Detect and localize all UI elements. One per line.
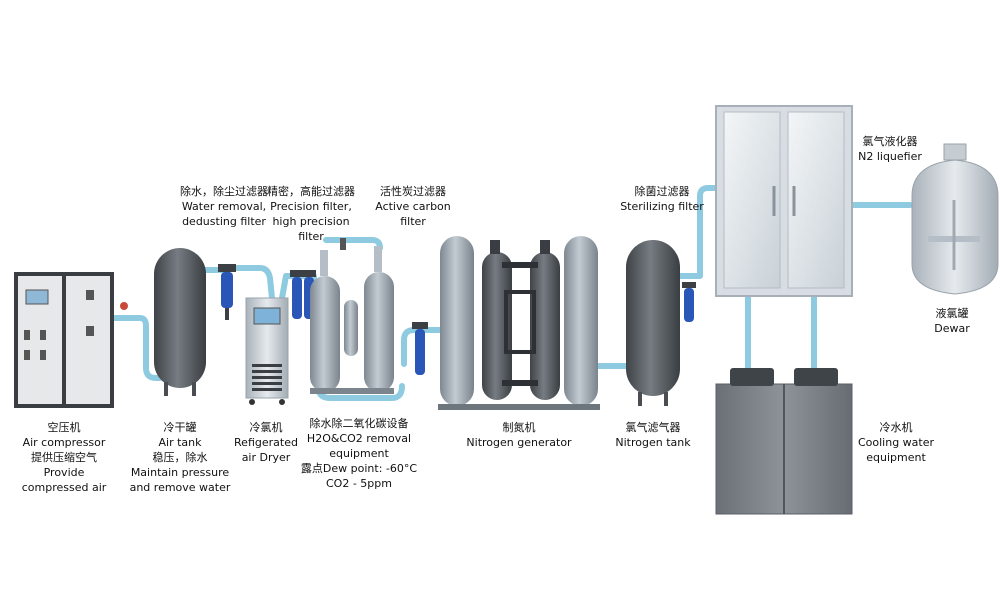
label-n2-gen-en: Nitrogen generator xyxy=(460,435,578,450)
label-air-tank-desc-zh: 稳压，除水 xyxy=(120,450,240,465)
label-h2o-co2: 除水除二氧化碳设备 H2O&CO2 removal equipment 露点De… xyxy=(298,416,420,491)
label-water-filter-en-1: Water removal, xyxy=(176,199,272,214)
label-h2o-co2-zh: 除水除二氧化碳设备 xyxy=(298,416,420,431)
label-n2-tank-zh: 氯气滤气器 xyxy=(606,420,700,435)
label-water-filter-en-2: dedusting filter xyxy=(176,214,272,229)
label-air-compressor-desc-en-1: Provide xyxy=(14,465,114,480)
label-air-compressor-desc-zh: 提供压缩空气 xyxy=(14,450,114,465)
label-h2o-co2-en-2: equipment xyxy=(298,446,420,461)
label-cooling-en-1: Cooling water xyxy=(850,435,942,450)
air-compressor xyxy=(14,272,128,408)
label-sterile-filter-en: Sterilizing filter xyxy=(616,199,708,214)
label-cooling-water: 冷水机 Cooling water equipment xyxy=(850,420,942,465)
dryer-display xyxy=(254,308,280,324)
nitrogen-tank xyxy=(626,240,680,406)
label-precision-filter-en-3: filter xyxy=(266,229,356,244)
label-water-filter-zh: 除水，除尘过滤器 xyxy=(176,184,272,199)
label-air-compressor: 空压机 Air compressor 提供压缩空气 Provide compre… xyxy=(14,420,114,495)
label-sterile-filter-zh: 除菌过滤器 xyxy=(616,184,708,199)
label-precision-filter-zh: 精密，高能过滤器 xyxy=(266,184,356,199)
label-dryer-en-2: air Dryer xyxy=(228,450,304,465)
pipe-compressor-to-tank xyxy=(114,318,160,378)
dewar xyxy=(912,144,998,294)
label-h2o-co2-co2: CO2 - 5ppm xyxy=(298,476,420,491)
cooling-water-equipment xyxy=(716,368,852,514)
control-panel-screen xyxy=(26,290,48,304)
label-dewar-zh: 液氯罐 xyxy=(920,306,984,321)
label-cooling-en-2: equipment xyxy=(850,450,942,465)
label-air-tank: 冷干罐 Air tank 稳压，除水 Maintain pressure and… xyxy=(120,420,240,495)
nitrogen-generator xyxy=(438,236,600,410)
label-water-removal-filter: 除水，除尘过滤器 Water removal, dedusting filter xyxy=(176,184,272,229)
label-nitrogen-generator: 制氮机 Nitrogen generator xyxy=(460,420,578,450)
label-air-tank-desc-en-1: Maintain pressure xyxy=(120,465,240,480)
label-dryer: 冷氯机 Refigerated air Dryer xyxy=(228,420,304,465)
h2o-co2-adsorber xyxy=(310,238,394,394)
label-air-compressor-desc-en-2: compressed air xyxy=(14,480,114,495)
label-precision-filter-en-1: Precision filter, xyxy=(266,199,356,214)
valve-icon xyxy=(120,302,128,310)
air-tank xyxy=(154,248,206,396)
pipe-tank-to-dryer xyxy=(206,268,272,298)
label-dryer-zh: 冷氯机 xyxy=(228,420,304,435)
label-dryer-en-1: Refigerated xyxy=(228,435,304,450)
label-carbon-filter-en-2: filter xyxy=(372,214,454,229)
label-h2o-co2-en-1: H2O&CO2 removal xyxy=(298,431,420,446)
label-n2-gen-zh: 制氮机 xyxy=(460,420,578,435)
label-carbon-filter: 活性炭过滤器 Active carbon filter xyxy=(372,184,454,229)
label-n2-tank-en: Nitrogen tank xyxy=(606,435,700,450)
label-dewar-en: Dewar xyxy=(920,321,984,336)
label-sterilizing-filter: 除菌过滤器 Sterilizing filter xyxy=(616,184,708,214)
sterilizing-filter xyxy=(682,282,696,322)
label-cooling-zh: 冷水机 xyxy=(850,420,942,435)
label-air-compressor-en: Air compressor xyxy=(14,435,114,450)
label-liquefier-en: N2 liquefier xyxy=(852,149,928,164)
refrigerated-dryer xyxy=(246,298,288,405)
label-air-tank-en: Air tank xyxy=(120,435,240,450)
label-liquefier-zh: 氯气液化器 xyxy=(852,134,928,149)
label-nitrogen-tank: 氯气滤气器 Nitrogen tank xyxy=(606,420,700,450)
label-carbon-filter-zh: 活性炭过滤器 xyxy=(372,184,454,199)
label-precision-filter-en-2: high precision xyxy=(266,214,356,229)
label-air-compressor-zh: 空压机 xyxy=(14,420,114,435)
label-air-tank-zh: 冷干罐 xyxy=(120,420,240,435)
label-dewar: 液氯罐 Dewar xyxy=(920,306,984,336)
label-h2o-co2-dew: 露点Dew point: -60°C xyxy=(298,461,420,476)
label-carbon-filter-en-1: Active carbon xyxy=(372,199,454,214)
label-air-tank-desc-en-2: and remove water xyxy=(120,480,240,495)
label-precision-filter: 精密，高能过滤器 Precision filter, high precisio… xyxy=(266,184,356,244)
label-n2-liquefier: 氯气液化器 N2 liquefier xyxy=(852,134,928,164)
n2-liquefier xyxy=(716,106,852,296)
